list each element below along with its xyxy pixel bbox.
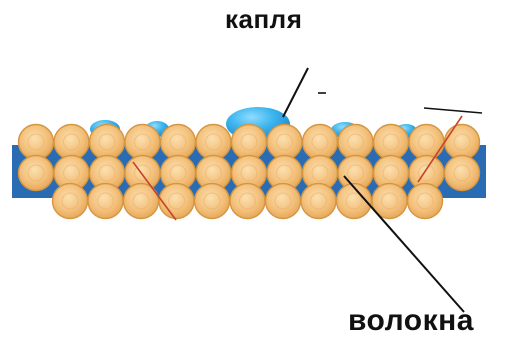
fiber-group [19,125,480,219]
fiber-icon [125,125,160,160]
fiber-icon [266,184,301,219]
fibers-label: волокна [348,306,474,336]
fiber-icon [409,125,444,160]
fiber-icon [196,125,231,160]
fiber-icon [374,125,409,160]
fiber-icon [445,125,480,160]
fiber-icon [161,125,196,160]
fiber-icon [303,125,338,160]
fiber-icon [445,156,480,191]
drop-pointer-line [283,68,308,117]
fiber-icon [90,125,125,160]
fiber-icon [408,184,443,219]
fiber-icon [88,184,123,219]
fiber-icon [338,125,373,160]
tick-mark [424,108,482,113]
fiber-icon [232,125,267,160]
fiber-icon [267,125,302,160]
fiber-icon [54,125,89,160]
fiber-icon [301,184,336,219]
fiber-icon [159,184,194,219]
fiber-icon [19,156,54,191]
fiber-icon [19,125,54,160]
fiber-icon [195,184,230,219]
fiber-icon [230,184,265,219]
fiber-icon [53,184,88,219]
